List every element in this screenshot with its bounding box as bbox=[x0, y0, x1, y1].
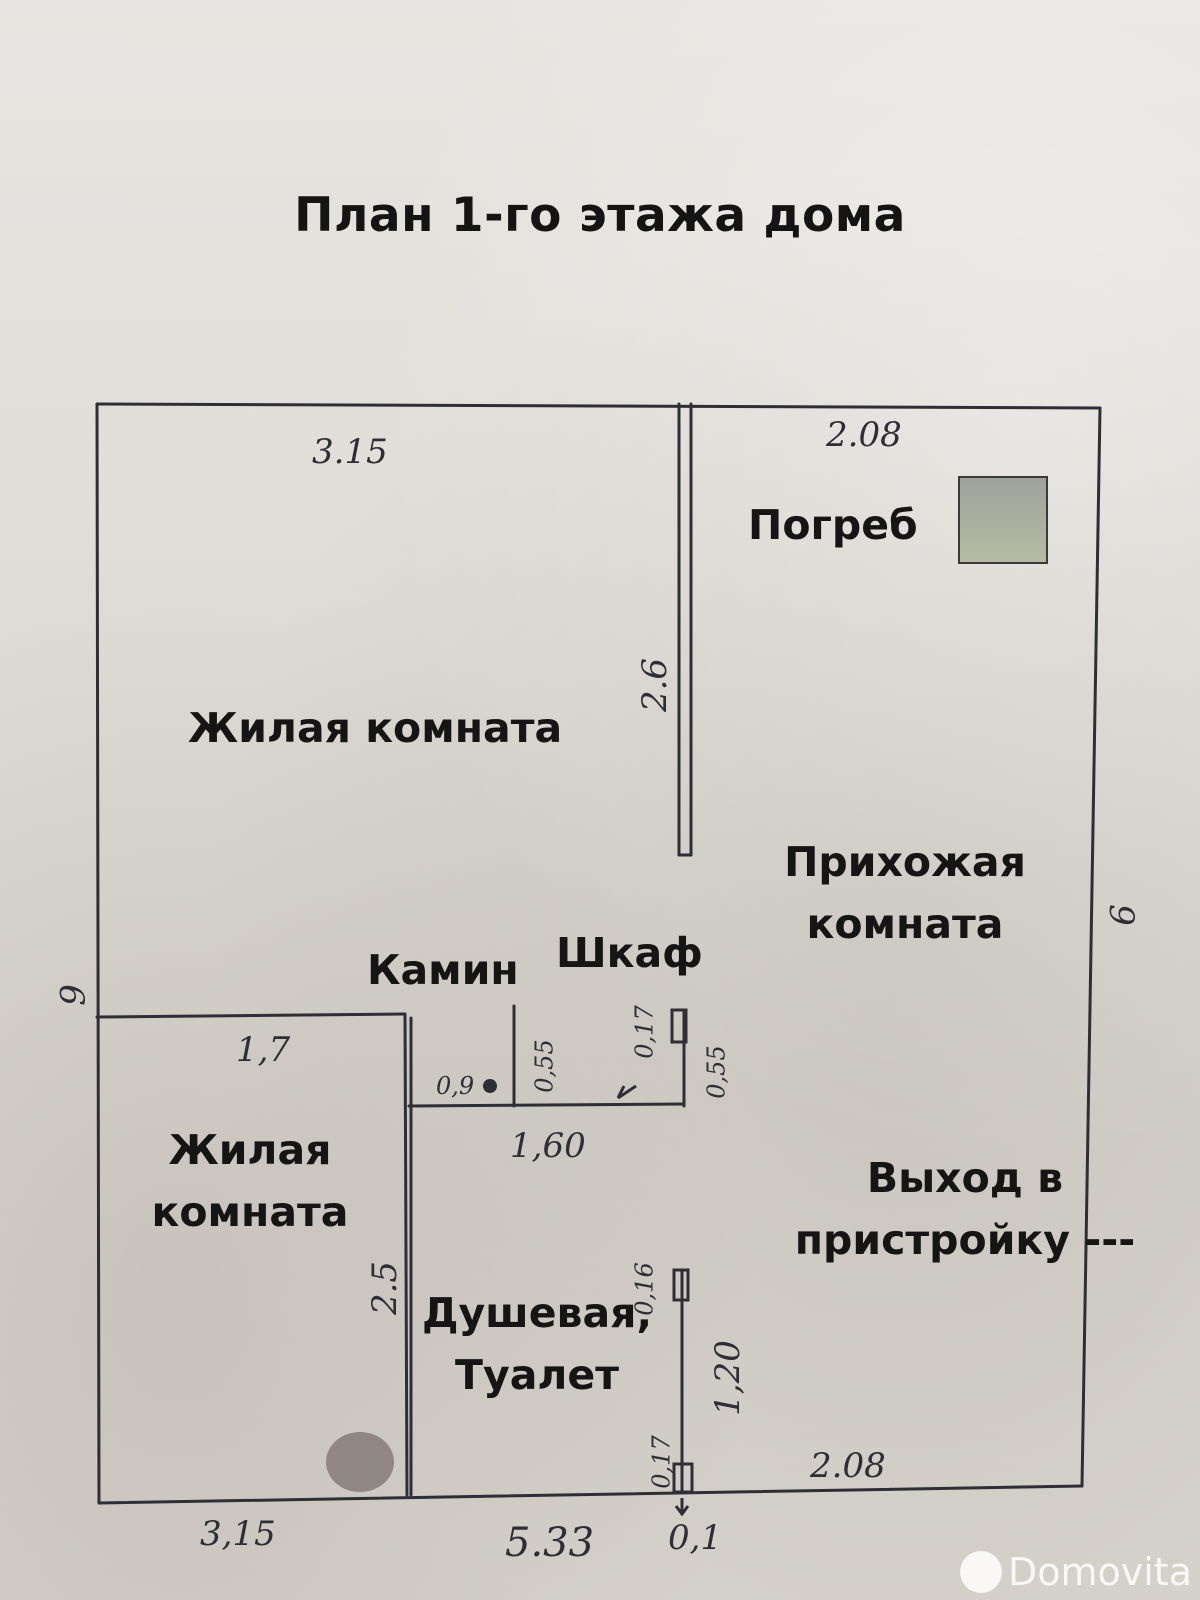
dim-bottom-left: 3,15 bbox=[200, 1514, 276, 1554]
outer-wall-top bbox=[95, 402, 1102, 410]
dim-top-left: 3.15 bbox=[312, 432, 388, 472]
bottom-gap-arrow bbox=[674, 1498, 690, 1517]
dim-bottom-gap: 0,1 bbox=[668, 1518, 723, 1558]
bathroom-door-upper-mark bbox=[672, 1268, 690, 1302]
outer-wall-right bbox=[1080, 406, 1102, 1488]
fireplace-bottom-wall bbox=[407, 1102, 686, 1108]
outer-wall-bottom bbox=[97, 1484, 1084, 1505]
room-label-shower: Душевая, Туалет bbox=[412, 1283, 662, 1406]
dim-door-upper: 0,16 bbox=[630, 1262, 659, 1316]
room-label-living-small-line1: Жилая bbox=[168, 1126, 332, 1174]
dim-wardrobe-lower: 0,55 bbox=[702, 1045, 731, 1099]
outer-wall-left bbox=[95, 402, 101, 1505]
small-room-top-wall bbox=[95, 1012, 407, 1019]
room-label-wardrobe: Шкаф bbox=[556, 929, 703, 977]
room-label-hallway-line2: комната bbox=[806, 899, 1004, 948]
watermark-text: Domovita bbox=[1007, 1550, 1192, 1594]
bathroom-door-lower-mark bbox=[672, 1462, 694, 1494]
dim-left-side: 6 bbox=[50, 984, 91, 1006]
cellar-hatch-icon bbox=[958, 476, 1048, 564]
room-label-living-large: Жилая комната bbox=[188, 704, 563, 752]
dim-door-lower: 0,17 bbox=[647, 1435, 676, 1489]
dim-bottom-total: 5.33 bbox=[505, 1520, 595, 1566]
room-label-shower-line2: Туалет bbox=[455, 1350, 619, 1399]
room-label-cellar: Погреб bbox=[748, 501, 918, 549]
room-label-hallway-line1: Прихожая bbox=[784, 838, 1026, 886]
fireplace-marker bbox=[483, 1079, 497, 1093]
wardrobe-arrow bbox=[616, 1084, 637, 1100]
room-label-shower-line1: Душевая, bbox=[421, 1289, 653, 1337]
dim-corridor-width: 1,60 bbox=[510, 1126, 586, 1166]
room-label-exit-line1: Выход в bbox=[866, 1154, 1064, 1202]
watermark-logo-icon bbox=[959, 1551, 1002, 1593]
room-label-hallway: Прихожая комната bbox=[770, 832, 1040, 955]
room-label-living-small-line2: комната bbox=[151, 1187, 349, 1236]
dim-fireplace-width: 0,9 bbox=[436, 1072, 475, 1100]
plan-title: План 1-го этажа дома bbox=[294, 188, 906, 243]
dim-small-room-side: 2.5 bbox=[365, 1260, 406, 1316]
dim-top-right: 2.08 bbox=[826, 415, 902, 455]
dim-bottom-right: 2.08 bbox=[810, 1446, 886, 1486]
wardrobe-door-mark bbox=[670, 1008, 688, 1044]
room-label-exit: Выход в пристройку --- bbox=[780, 1148, 1150, 1271]
paper-stain bbox=[326, 1432, 394, 1492]
dim-small-room-top: 1,7 bbox=[236, 1030, 291, 1070]
domovita-watermark: Domovita bbox=[959, 1550, 1192, 1594]
dim-partition: 2.6 bbox=[635, 657, 676, 713]
room-label-living-small: Жилая комната bbox=[140, 1120, 360, 1243]
dim-fireplace-depth: 0,55 bbox=[530, 1039, 559, 1093]
dim-bathroom-wall: 1,20 bbox=[707, 1340, 748, 1416]
dim-right-side: 9 bbox=[1100, 904, 1141, 926]
room-label-exit-line2: пристройку --- bbox=[794, 1215, 1136, 1264]
small-room-right-wall bbox=[403, 1012, 409, 1497]
room-label-fireplace: Камин bbox=[367, 946, 519, 994]
dim-wardrobe-upper: 0,17 bbox=[630, 1005, 659, 1059]
